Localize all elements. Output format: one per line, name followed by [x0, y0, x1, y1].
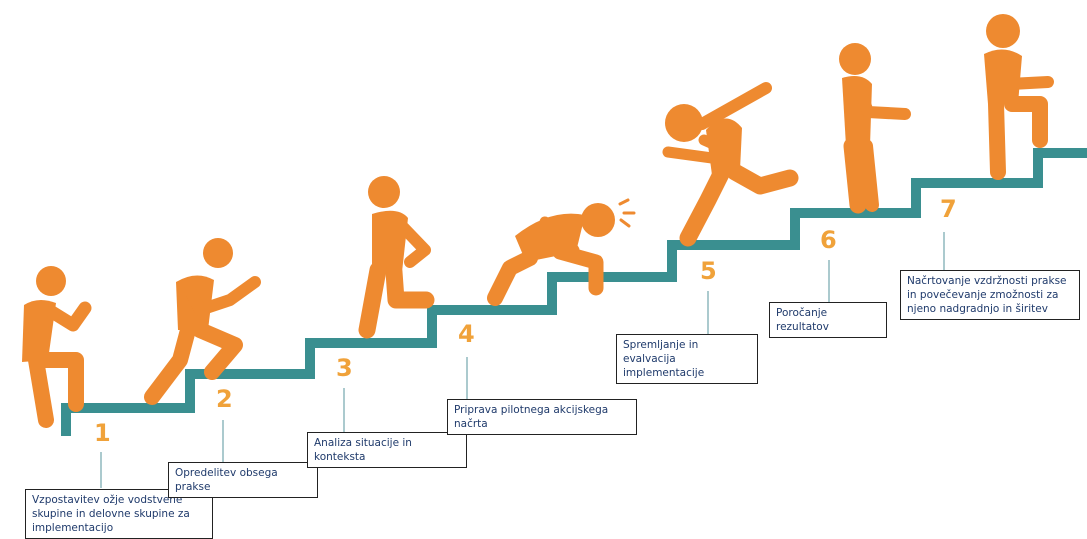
step-number-6: 6 — [820, 226, 837, 254]
step-number-3: 3 — [336, 354, 353, 382]
step-label-4: Priprava pilotnega akcijskega načrta — [447, 399, 637, 435]
figure-4 — [487, 198, 636, 306]
figure-7 — [984, 14, 1054, 180]
step-label-2: Opredelitev obsega prakse — [168, 462, 318, 498]
step-label-5: Spremljanje in evalvacija implementacije — [616, 334, 758, 384]
step-number-1: 1 — [94, 419, 111, 447]
step-number-5: 5 — [700, 257, 717, 285]
staircase-illustration — [22, 14, 1087, 488]
step-number-2: 2 — [216, 385, 233, 413]
step-label-7: Načrtovanje vzdržnosti prakse in povečev… — [900, 270, 1080, 320]
figure-3 — [358, 176, 435, 339]
figure-6 — [839, 43, 911, 214]
step-label-3: Analiza situacije in konteksta — [307, 432, 467, 468]
figure-1 — [22, 266, 92, 428]
figure-2 — [144, 238, 261, 405]
figure-5 — [662, 82, 799, 247]
step-label-6: Poročanje rezultatov — [769, 302, 887, 338]
staircase-line — [61, 148, 1087, 436]
connector-lines — [100, 232, 945, 488]
step-number-7: 7 — [940, 195, 957, 223]
staircase-diagram: 1 2 3 4 5 6 7 Vzpostavitev ožje vodstven… — [22, 14, 1087, 539]
climbing-figures — [22, 14, 1054, 428]
step-number-4: 4 — [458, 320, 475, 348]
